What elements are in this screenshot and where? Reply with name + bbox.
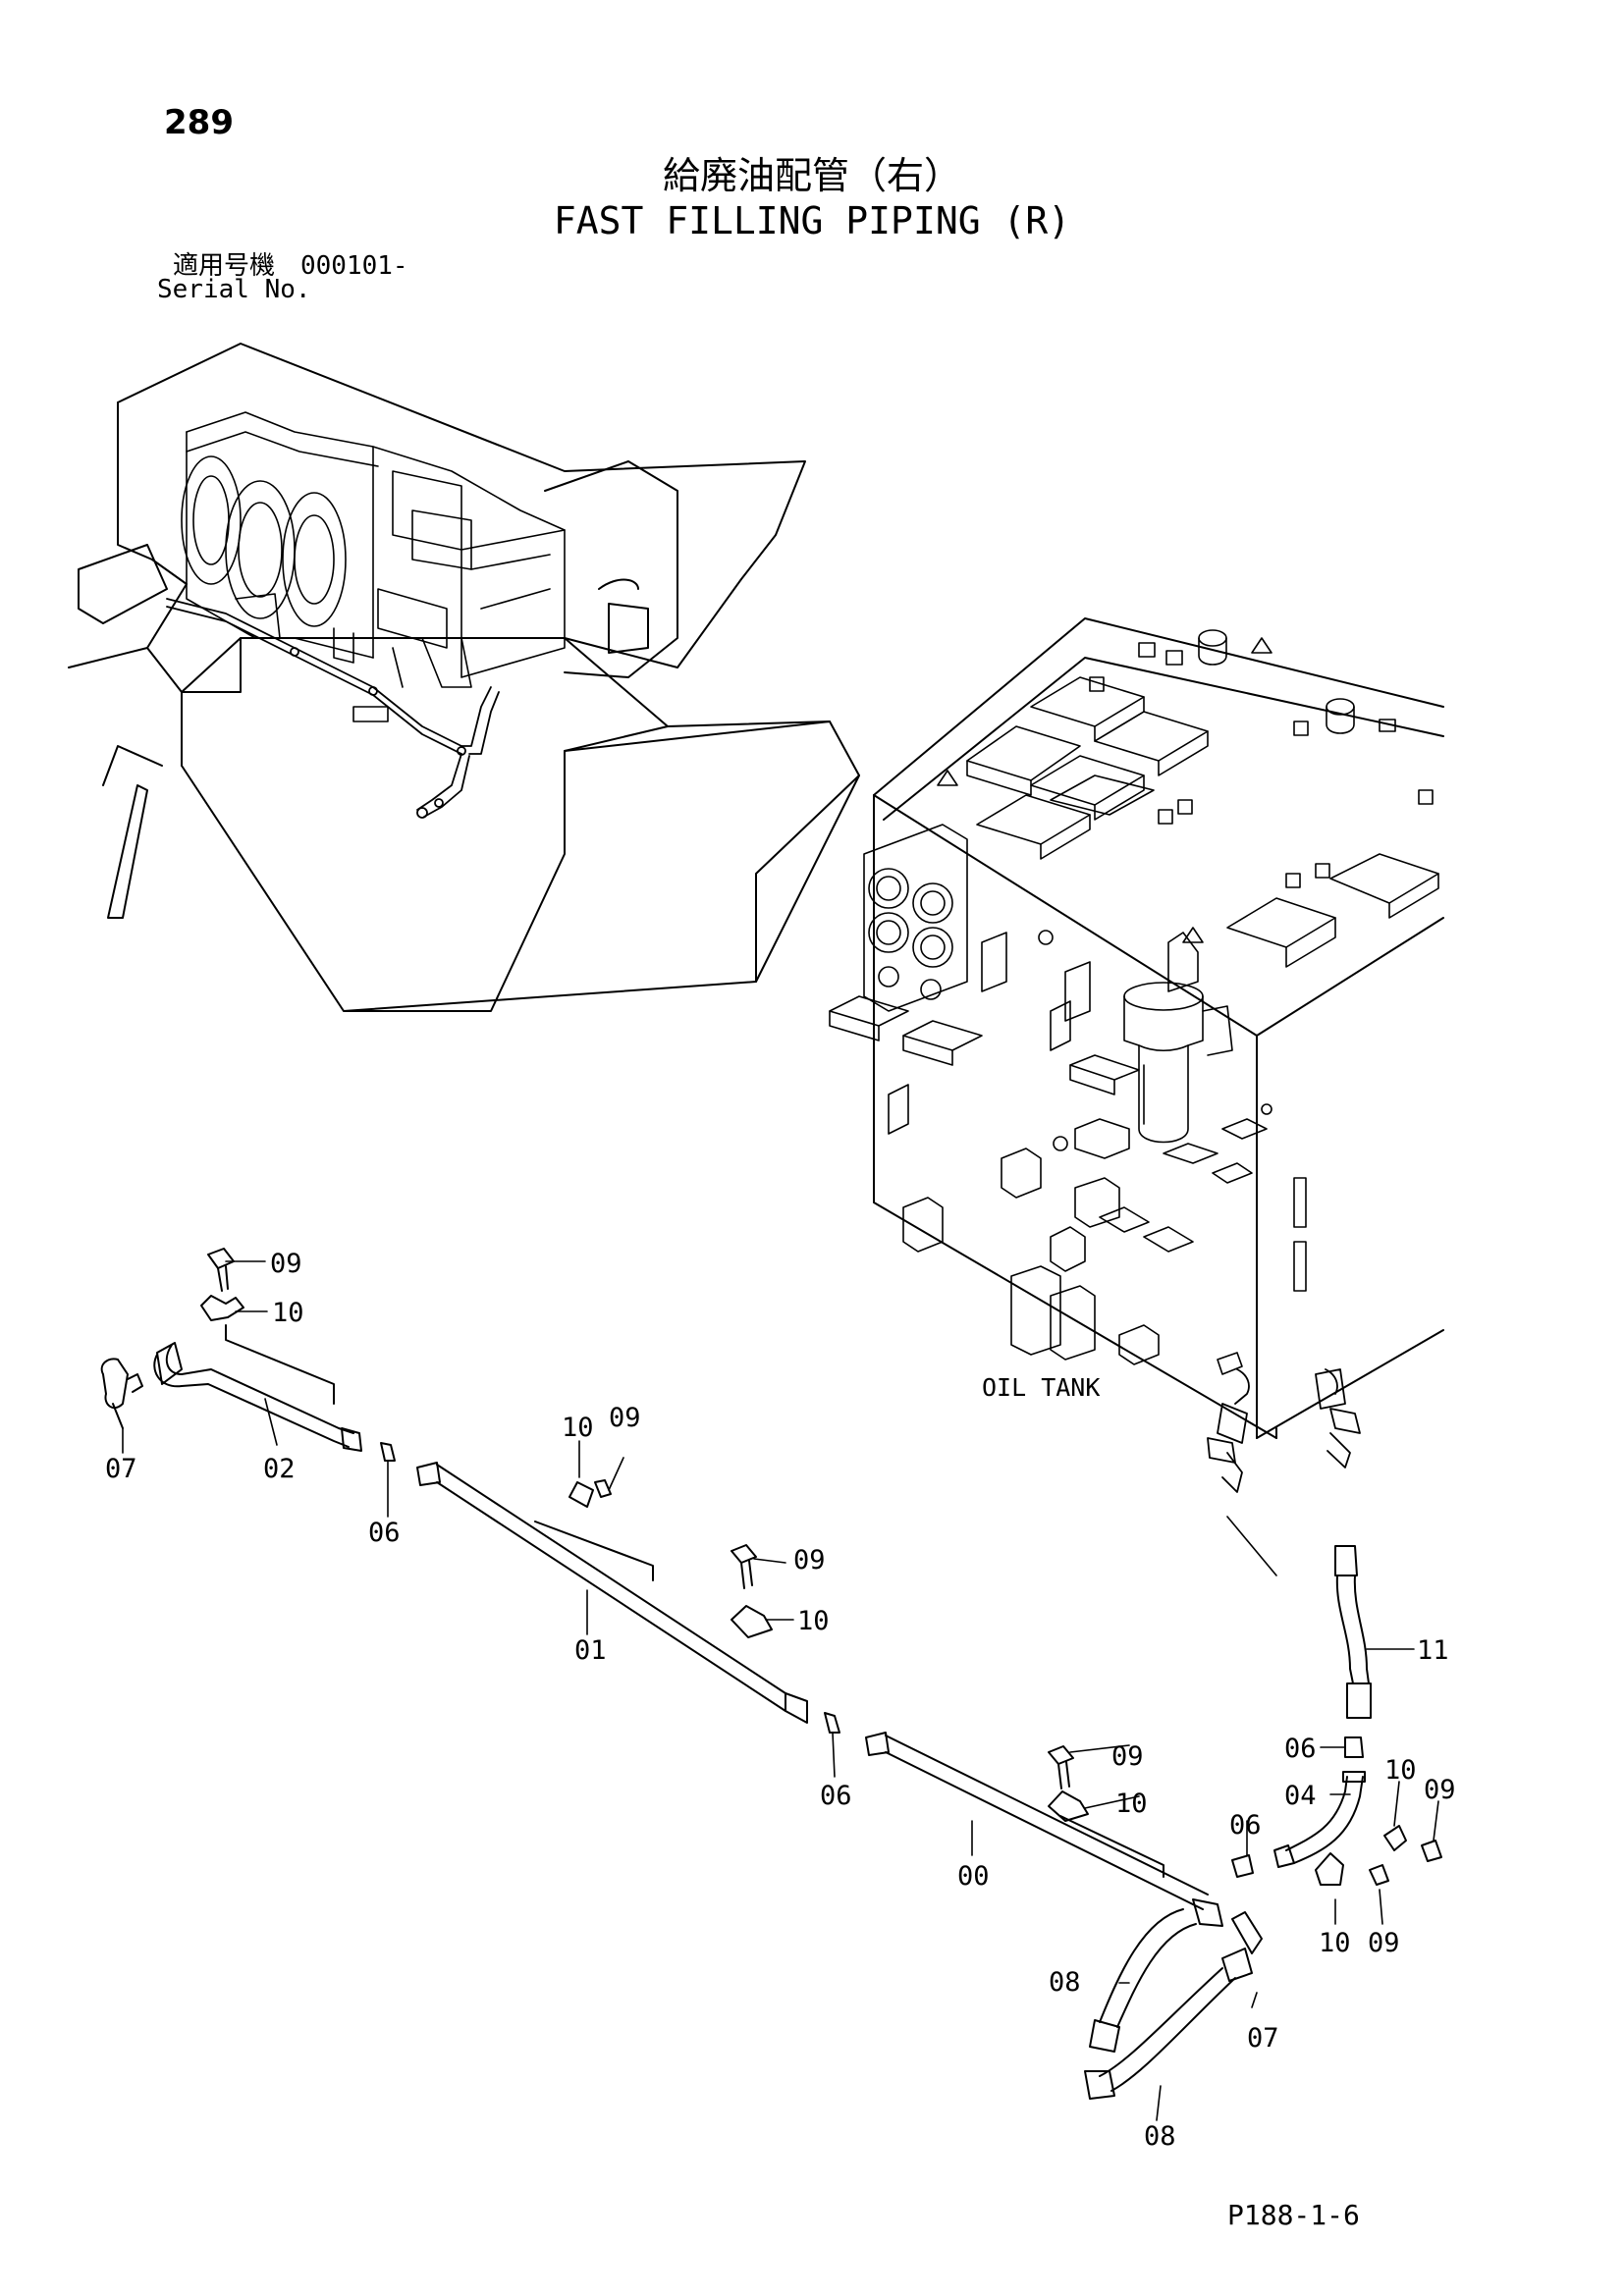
filling-piping bbox=[100, 1248, 1442, 2100]
bolt-09-right bbox=[1048, 1745, 1074, 1789]
clamp-10-lower bbox=[1315, 1852, 1344, 1886]
oil-tank-label: OIL TANK bbox=[982, 1373, 1100, 1402]
elbow-07-right bbox=[1231, 1911, 1263, 1954]
callout-10: 10 bbox=[1384, 1755, 1417, 1786]
clamp-10-far-right bbox=[1383, 1825, 1407, 1851]
bolt-09-far-right bbox=[1421, 1840, 1442, 1862]
elbow-07-left bbox=[100, 1358, 143, 1429]
hose-11 bbox=[1334, 1545, 1372, 1719]
hose-08-lower bbox=[1084, 1948, 1253, 2100]
pipe-02 bbox=[153, 1342, 362, 1452]
callout-09: 09 bbox=[1368, 1928, 1400, 1958]
callout-09: 09 bbox=[793, 1545, 826, 1575]
oil-tank bbox=[829, 617, 1444, 1493]
callout-09: 09 bbox=[1424, 1775, 1456, 1805]
clamp-10-center bbox=[731, 1605, 773, 1638]
clamp-10-right bbox=[1048, 1790, 1089, 1822]
callout-10: 10 bbox=[1115, 1789, 1148, 1819]
tank-filter bbox=[1123, 932, 1233, 1144]
pipe-00 bbox=[865, 1732, 1209, 1910]
bolt-09-center bbox=[731, 1544, 757, 1589]
page-title-japanese: 給廃油配管（右） bbox=[662, 154, 961, 197]
serial-label-english: Serial No. bbox=[157, 275, 311, 304]
pipe-04 bbox=[1231, 1771, 1366, 1878]
tank-side-brackets bbox=[829, 930, 1307, 1375]
tank-top-plates bbox=[966, 676, 1439, 968]
leader-lines bbox=[122, 1260, 1439, 2121]
callout-04: 04 bbox=[1284, 1781, 1317, 1811]
page-title-english: FAST FILLING PIPING (R) bbox=[553, 199, 1071, 242]
page-number: 289 bbox=[164, 103, 234, 142]
callout-06: 06 bbox=[1284, 1734, 1317, 1764]
adapter-06-center bbox=[824, 1712, 840, 1734]
callout-09: 09 bbox=[270, 1249, 302, 1279]
adapter-06-right bbox=[1344, 1736, 1364, 1758]
clamp-10-mid bbox=[568, 1481, 594, 1508]
adapter-06-left bbox=[380, 1442, 396, 1462]
machine-overview bbox=[68, 343, 860, 1012]
callout-06: 06 bbox=[368, 1518, 401, 1548]
callout-08: 08 bbox=[1049, 1967, 1081, 1998]
callout-08: 08 bbox=[1144, 2121, 1176, 2152]
engine-assembly bbox=[181, 411, 566, 722]
callout-10: 10 bbox=[797, 1606, 830, 1636]
serial-label-japanese: 適用号機 000101- bbox=[173, 251, 408, 281]
callout-07: 07 bbox=[105, 1454, 137, 1484]
callout-06: 06 bbox=[1229, 1810, 1262, 1841]
tank-port-cluster bbox=[863, 824, 1007, 1012]
callout-02: 02 bbox=[263, 1454, 296, 1484]
tank-top-fittings bbox=[937, 629, 1434, 943]
bolt-09-top bbox=[207, 1248, 235, 1292]
callout-10: 10 bbox=[1319, 1928, 1351, 1958]
callout-11: 11 bbox=[1417, 1635, 1449, 1666]
callout-10: 10 bbox=[562, 1413, 594, 1443]
hose-08-upper bbox=[1089, 1898, 1223, 2053]
callout-07: 07 bbox=[1247, 2023, 1279, 2054]
clamp-10-top bbox=[200, 1295, 244, 1321]
pipe-01 bbox=[416, 1462, 808, 1724]
callout-09: 09 bbox=[1111, 1741, 1144, 1772]
callout-10: 10 bbox=[272, 1298, 304, 1328]
overview-hose-route bbox=[166, 598, 500, 819]
callout-labels: 09 10 07 02 06 10 09 01 09 10 06 09 10 0… bbox=[105, 1249, 1456, 2152]
callout-00: 00 bbox=[957, 1861, 990, 1892]
drawing-code: P188-1-6 bbox=[1227, 2199, 1360, 2231]
bolt-09-lower bbox=[1369, 1864, 1389, 1886]
callout-06: 06 bbox=[820, 1781, 852, 1811]
callout-01: 01 bbox=[574, 1635, 607, 1666]
callout-09: 09 bbox=[609, 1403, 641, 1433]
bolt-09-mid bbox=[594, 1479, 612, 1498]
tank-lower-ports bbox=[1207, 1368, 1361, 1493]
